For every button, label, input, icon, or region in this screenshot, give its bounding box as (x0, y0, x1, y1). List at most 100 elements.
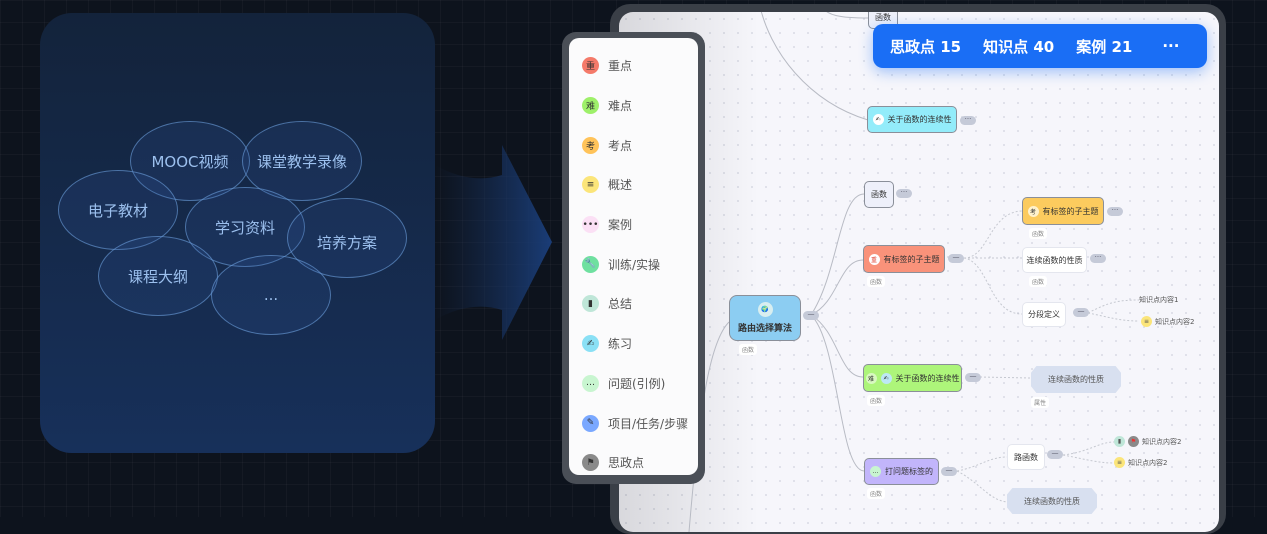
tag-label: 练习 (608, 337, 633, 352)
node-text: 函数 (875, 13, 891, 22)
stat-knowledge-points: 知识点 40 (983, 37, 1055, 56)
hand-write-icon: ✍ (880, 372, 892, 384)
node-label: 函数 (1029, 276, 1048, 287)
node-text: 有标签的子主题 (883, 254, 940, 264)
node-text: 路由选择算法 (737, 324, 792, 334)
node-function[interactable]: 函数 (864, 181, 894, 208)
source-syllabus: 课程大纲 (98, 236, 218, 316)
node-text: 分段定义 (1028, 310, 1060, 319)
node-segment-definition[interactable]: 分段定义 (1022, 302, 1066, 327)
more-button[interactable]: ··· (1107, 207, 1123, 216)
node-label: 属性 (1031, 397, 1050, 408)
node-label: 函数 (867, 488, 886, 499)
node-text: 有标签的子主题 (1042, 206, 1099, 216)
node-text: 函数 (871, 190, 887, 199)
node-red-subtopic[interactable]: 重有标签的子主题 (863, 245, 945, 273)
collapse-button[interactable]: — (941, 467, 957, 476)
collapse-button[interactable]: — (803, 311, 819, 320)
node-question-tagged[interactable]: …打问题标签的 (864, 458, 939, 485)
node-text: 路函数 (1014, 452, 1038, 462)
node-text: 关于函数的连续性 (887, 115, 952, 124)
node-label: 函数 (867, 395, 886, 406)
tag-item[interactable]: ⚑ 思政点 (569, 443, 698, 483)
tag-item[interactable]: ≡概述 (569, 165, 698, 205)
tag-item[interactable]: ••• 案例 (569, 205, 698, 245)
node-label: 函数 (867, 276, 886, 287)
globe-icon: 🌍 (757, 302, 773, 317)
more-button[interactable]: ··· (1162, 37, 1180, 55)
tag-item[interactable]: 🔧 训练/实操 (569, 244, 698, 284)
tag-item[interactable]: 重重点 (569, 46, 698, 86)
node-text: 连续函数的性质 (1026, 255, 1083, 265)
node-continuity-attribute[interactable]: 连续函数的性质 (1031, 366, 1121, 393)
source-training-plan: 培养方案 (287, 198, 407, 278)
source-more: ... (211, 255, 331, 335)
tag-menu: 重重点难难点考考点≡概述•••案例🔧训练/实操▮总结✍练习…问题(引例)✎项目/… (569, 38, 698, 475)
tag-label: 概述 (608, 178, 633, 193)
kao-badge-icon: 考 (1027, 205, 1039, 217)
tag-item[interactable]: 考考点 (569, 125, 698, 165)
chat-bubble-icon: … (582, 374, 599, 392)
node-yellow-subtopic[interactable]: 考有标签的子主题 (1022, 197, 1104, 225)
tag-item[interactable]: ✎项目/任务/步骤 (569, 403, 698, 443)
book-icon: ▮ (1114, 436, 1125, 447)
mindmap-connectors (688, 12, 1140, 532)
leaf-knowledge-4[interactable]: ≡知识点内容2 (1114, 457, 1167, 468)
node-continuity-property-2[interactable]: 连续函数的性质 (1007, 488, 1097, 514)
tag-item[interactable]: … 问题(引例) (569, 364, 698, 404)
kao-badge-icon: 考 (582, 136, 599, 154)
flow-arrow-icon (435, 145, 552, 340)
leaf-knowledge-2[interactable]: ≡知识点内容2 (1141, 316, 1194, 327)
leaf-text: 知识点内容2 (1155, 317, 1195, 326)
tag-label: 思政点 (608, 456, 645, 471)
resource-sources-panel: MOOC视频 课堂教学录像 电子教材 学习资料 培养方案 课程大纲 ... (40, 13, 435, 453)
more-button[interactable]: ··· (960, 116, 976, 125)
leaf-text: 知识点内容2 (1142, 437, 1182, 446)
tag-label: 训练/实操 (608, 257, 661, 272)
chat-bubble-icon: … (870, 466, 881, 477)
node-root[interactable]: 🌍 路由选择算法 (729, 295, 801, 341)
zhong-badge-icon: 重 (868, 253, 880, 265)
node-text: 连续函数的性质 (1024, 496, 1080, 506)
node-continuity-cyan[interactable]: ✍关于函数的连续性 (867, 106, 957, 133)
leaf-knowledge-1[interactable]: 知识点内容1 (1139, 295, 1178, 305)
zhong-badge-icon: 重 (582, 57, 599, 75)
stat-cases: 案例 21 (1076, 37, 1133, 56)
hand-write-icon: ✍ (582, 335, 599, 353)
tag-label: 总结 (608, 297, 633, 312)
nan-badge-icon: 难 (582, 97, 599, 115)
flag-icon: ⚑ (1128, 436, 1139, 447)
tag-label: 重点 (608, 59, 633, 74)
stats-bar: 思政点 15 知识点 40 案例 21 ··· (873, 24, 1207, 68)
tag-label: 问题(引例) (608, 376, 666, 391)
mindmap-canvas[interactable]: 函数 ✍关于函数的连续性 ··· 函数 ··· 考有标签的子主题 函数 ··· … (619, 12, 1219, 532)
more-button[interactable]: ··· (1090, 254, 1106, 263)
tag-label: 难点 (608, 99, 633, 114)
stat-ideological-points: 思政点 15 (890, 37, 962, 56)
flag-icon: ⚑ (582, 454, 599, 472)
pin-icon: ✎ (582, 414, 599, 432)
collapse-button[interactable]: — (948, 254, 964, 263)
layers-icon: ≡ (1141, 316, 1152, 327)
tag-item[interactable]: ✍ 练习 (569, 324, 698, 364)
node-text: 关于函数的连续性 (895, 373, 960, 383)
collapse-button[interactable]: — (1047, 450, 1063, 459)
layers-icon: ≡ (1114, 457, 1125, 468)
tag-item[interactable]: 难难点 (569, 86, 698, 126)
collapse-button[interactable]: — (1073, 308, 1089, 317)
tag-item[interactable]: ▮总结 (569, 284, 698, 324)
tag-label: 考点 (608, 138, 633, 153)
more-button[interactable]: ··· (896, 189, 912, 198)
node-label: 函数 (739, 344, 758, 355)
collapse-button[interactable]: — (965, 373, 981, 382)
wrench-icon: 🔧 (582, 255, 599, 273)
leaf-text: 知识点内容2 (1128, 458, 1168, 467)
dots-icon: ••• (582, 216, 599, 234)
tag-label: 案例 (608, 218, 633, 233)
node-road-function[interactable]: 路函数 (1007, 444, 1045, 470)
node-continuity-green[interactable]: 难✍关于函数的连续性 (863, 364, 962, 392)
nan-badge-icon: 难 (865, 372, 877, 384)
leaf-knowledge-3[interactable]: ▮⚑知识点内容2 (1114, 436, 1181, 447)
node-continuity-property[interactable]: 连续函数的性质 (1022, 247, 1087, 273)
node-text: 连续函数的性质 (1048, 375, 1104, 384)
